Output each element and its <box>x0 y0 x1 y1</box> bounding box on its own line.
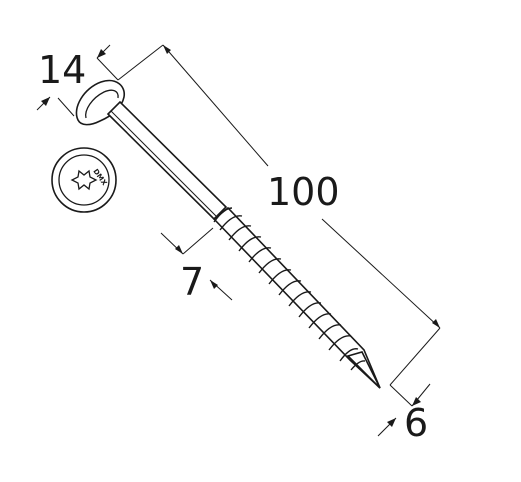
torx-head-view-icon: DMX <box>51 147 117 213</box>
dimension-length: 100 <box>117 44 441 386</box>
thread-diameter-label: 7 <box>180 260 204 304</box>
screw-threads <box>213 207 366 371</box>
screw-drawing <box>75 79 381 389</box>
dimension-head-diameter: 14 <box>36 44 119 117</box>
shank-diameter-label: 6 <box>404 401 428 445</box>
dimension-thread-diameter: 7 <box>160 227 233 304</box>
head-diameter-label: 14 <box>38 48 86 92</box>
length-label: 100 <box>267 170 340 214</box>
dimension-shank-diameter: 6 <box>377 383 431 445</box>
